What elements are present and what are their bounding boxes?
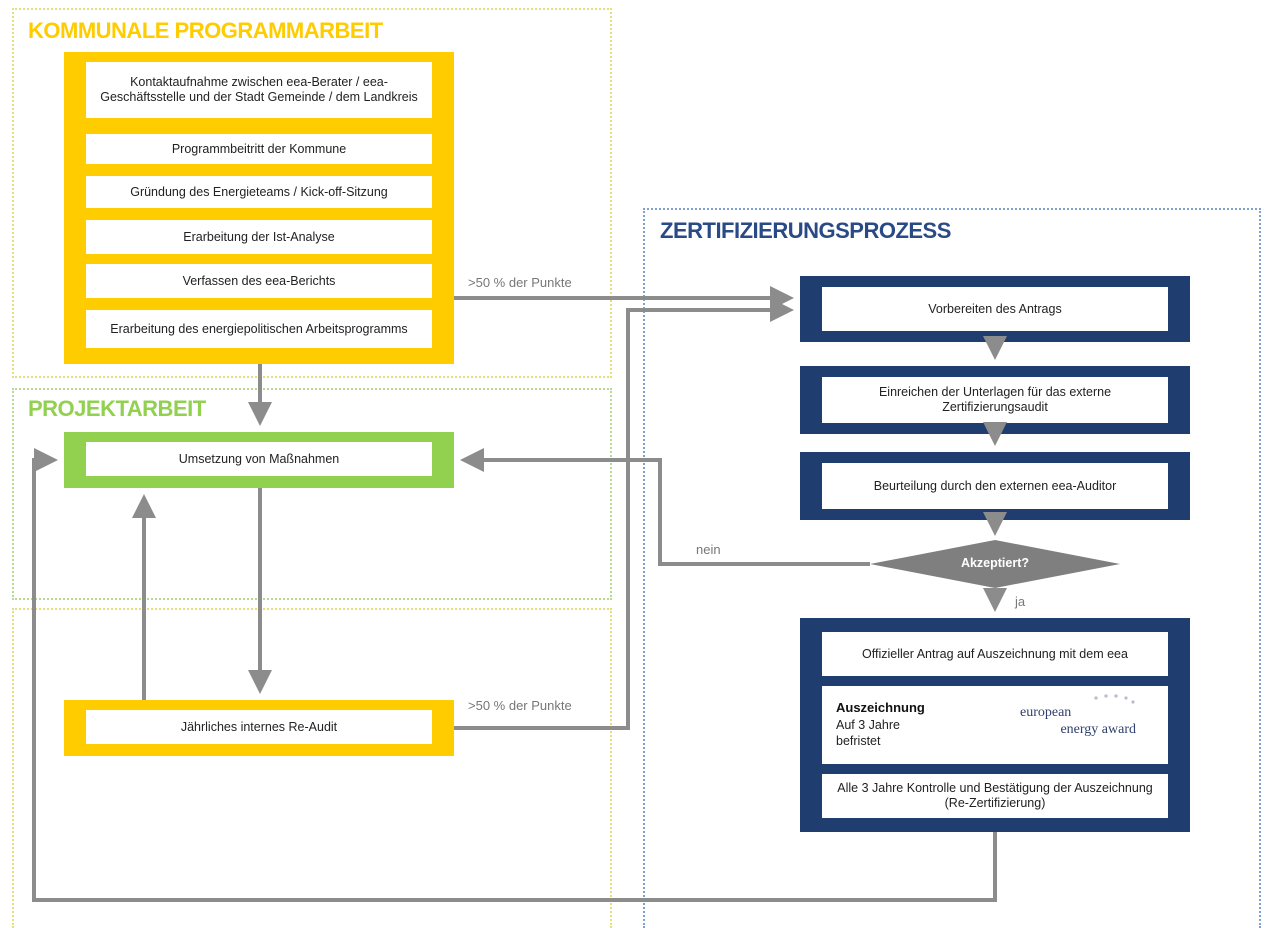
step-einreichen: Einreichen der Unterlagen für das extern… xyxy=(822,377,1168,423)
step-kontaktaufnahme: Kontaktaufnahme zwischen eea-Berater / e… xyxy=(86,62,432,118)
step-kontrolle: Alle 3 Jahre Kontrolle und Bestätigung d… xyxy=(822,774,1168,818)
step-programmbeitritt: Programmbeitritt der Kommune xyxy=(86,134,432,164)
auszeichnung-sub: Auf 3 Jahre befristet xyxy=(836,718,900,748)
label-ja: ja xyxy=(1015,594,1026,609)
eea-logo-dots-icon xyxy=(1094,694,1135,704)
step-auszeichnung: Auszeichnung Auf 3 Jahre befristet europ… xyxy=(822,686,1168,764)
step-umsetzung: Umsetzung von Maßnahmen xyxy=(86,442,432,476)
auszeichnung-title: Auszeichnung xyxy=(836,700,925,715)
arrow-reaudit-vorbereiten xyxy=(454,298,794,730)
step-arbeitsprogramm: Erarbeitung des energiepolitischen Arbei… xyxy=(86,310,432,348)
step-vorbereiten: Vorbereiten des Antrags xyxy=(822,287,1168,331)
region-zertifizierung xyxy=(643,208,1261,928)
region-reaudit xyxy=(12,608,612,928)
logo-line-2: energy award xyxy=(1060,722,1136,737)
step-energieteam: Gründung des Energieteams / Kick-off-Sit… xyxy=(86,176,432,208)
step-eea-bericht: Verfassen des eea-Berichts xyxy=(86,264,432,298)
step-beurteilung: Beurteilung durch den externen eea-Audit… xyxy=(822,463,1168,509)
step-offizieller-antrag: Offizieller Antrag auf Auszeichnung mit … xyxy=(822,632,1168,676)
decision-label: Akzeptiert? xyxy=(960,556,1030,570)
label-threshold-bottom: >50 % der Punkte xyxy=(468,698,572,713)
zertifizierung-title: ZERTIFIZIERUNGSPROZESS xyxy=(660,218,951,243)
projekt-title: PROJEKTARBEIT xyxy=(28,396,206,421)
step-ist-analyse: Erarbeitung der Ist-Analyse xyxy=(86,220,432,254)
label-threshold-top: >50 % der Punkte xyxy=(468,275,572,290)
logo-line-1: european xyxy=(1020,705,1072,720)
decision-diamond xyxy=(870,540,1120,588)
arrow-rezertifizierung-loop xyxy=(32,448,997,902)
label-nein: nein xyxy=(696,542,721,557)
region-projekt xyxy=(12,388,612,600)
eea-logo: european energy award xyxy=(1010,694,1150,738)
region-kommunal xyxy=(12,8,612,378)
kommunal-title: KOMMUNALE PROGRAMMARBEIT xyxy=(28,18,383,43)
step-reaudit: Jährliches internes Re-Audit xyxy=(86,710,432,744)
arrow-nein-umsetzung xyxy=(460,448,870,566)
